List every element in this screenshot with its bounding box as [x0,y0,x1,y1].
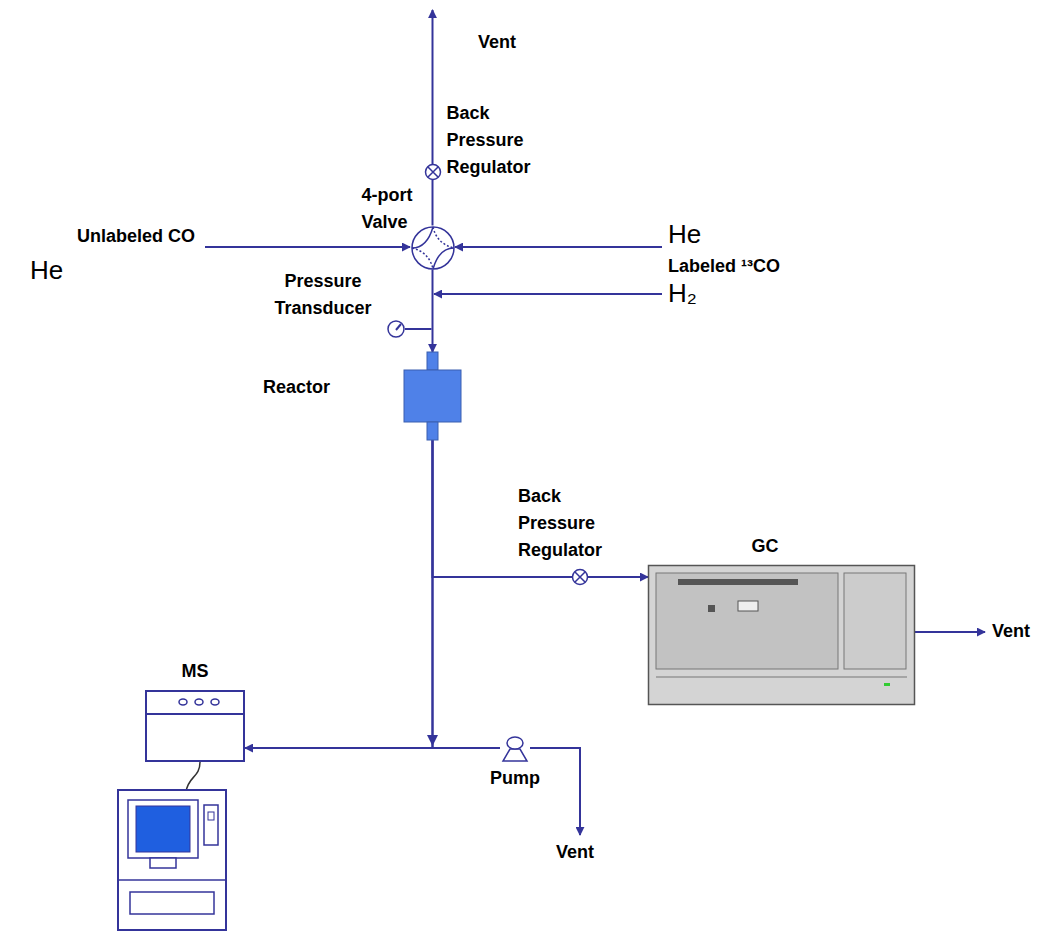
regulator-symbol: Back Pressure Regulator [572,569,588,585]
pipe-connector [433,440,501,748]
component-label: Pump [475,765,555,792]
regulator-symbol-shape [572,569,588,585]
component-label: Pressure Transducer [258,268,388,322]
ms-instrument: MS [145,690,245,762]
pipe-connector [245,440,433,748]
regulator-symbol-shape [425,164,441,180]
vent-label: Vent [992,621,1030,642]
component-label: Back Pressure Regulator [447,100,547,181]
gas-label: Unlabeled CO [10,226,195,247]
component-label: Reactor [263,374,353,401]
component-label: MS [165,658,225,685]
feed-line [434,293,662,295]
gc-instrument: GC [648,565,915,705]
component-label: Back Pressure Regulator [518,483,618,564]
pipe-connector [432,270,434,353]
regulator-symbol: Back Pressure Regulator [425,164,441,180]
pipe-connector [588,576,648,578]
cable [186,762,200,792]
feed-line [455,246,662,248]
gas-label: Labeled ¹³CO [668,256,780,277]
vent-label: Vent [556,842,594,863]
computer-icon [118,790,226,930]
pump-symbol-shape [500,735,530,762]
vent-line [432,10,434,164]
component-label: 4-port Valve [362,182,424,236]
component-label: GC [735,533,795,560]
gc-instrument-shape [648,565,915,705]
gas-label: He [30,256,63,286]
vent-line [915,631,985,633]
pressure-gauge: Pressure Transducer [387,320,405,338]
reactor-vessel: Reactor [403,352,462,440]
four-port-valve-shape [411,226,455,270]
transducer-tap [405,328,432,330]
pump-symbol: Pump [500,735,530,762]
gas-label: He [668,220,701,250]
pressure-gauge-shape [387,320,405,338]
four-port-valve: 4-port Valve [411,226,455,270]
gas-label: H₂ [668,279,697,309]
pipe-connector [432,180,434,226]
vent-line [530,748,580,835]
reactor-vessel-shape [403,352,462,440]
vent-label: Vent [478,32,516,53]
feed-line [205,246,410,248]
ms-instrument-shape [145,690,245,762]
